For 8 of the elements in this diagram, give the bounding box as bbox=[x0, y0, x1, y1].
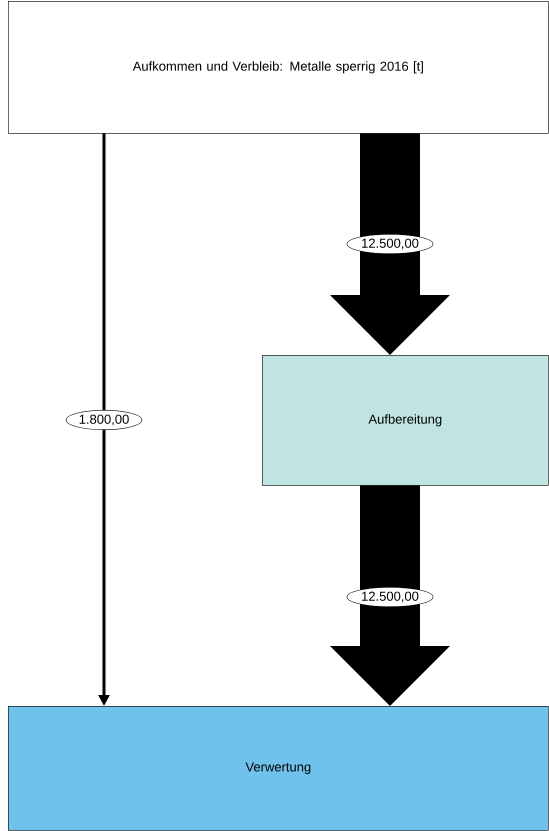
arrow bbox=[330, 486, 450, 706]
process-box: Aufkommen und Verbleib: Metalle sperrig 2016 [t] bbox=[8, 1, 549, 134]
process-box: Verwertung bbox=[8, 706, 549, 831]
edge-label: 1.800,00 bbox=[66, 410, 142, 430]
edge-label: 12.500,00 bbox=[346, 234, 434, 254]
process-box: Aufbereitung bbox=[262, 355, 549, 486]
arrow bbox=[330, 134, 450, 355]
edge-label: 12.500,00 bbox=[346, 587, 434, 608]
